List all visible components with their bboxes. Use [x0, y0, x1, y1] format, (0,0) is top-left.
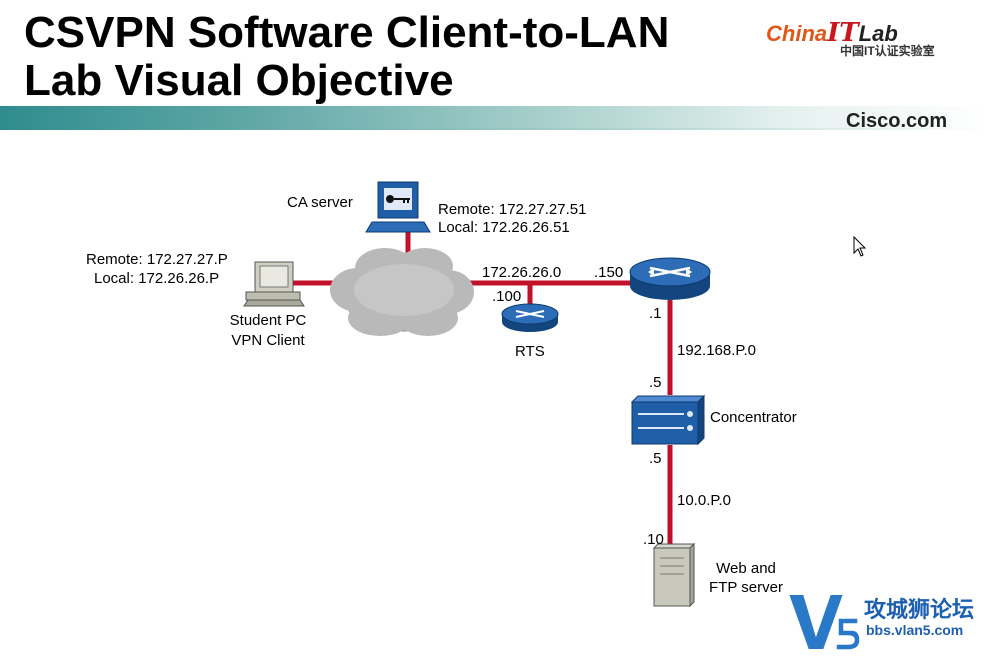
web-ftp-server-icon: [652, 542, 696, 608]
cisco-com-label: Cisco.com: [846, 110, 948, 132]
router-host-150-label: .150: [594, 264, 624, 281]
ca-server-icon: [365, 181, 431, 233]
router-host-1-label: .1: [649, 305, 662, 322]
slide-title-line2: Lab Visual Objective: [24, 56, 454, 105]
watermark-url: bbs.vlan5.com: [866, 622, 964, 638]
mouse-cursor-icon: [853, 236, 867, 257]
network-192-label: 192.168.P.0: [677, 342, 756, 359]
network-10-label: 10.0.P.0: [677, 492, 731, 509]
concentrator-label: Concentrator: [710, 409, 797, 426]
rts-router-icon: [501, 303, 559, 332]
rts-label: RTS: [515, 343, 545, 360]
logo-subtitle: 中国IT认证实验室: [840, 44, 935, 58]
rts-host-100-label: .100: [492, 288, 522, 305]
concentrator-host-bottom-label: .5: [649, 450, 662, 467]
logo-part-lab: Lab: [858, 21, 898, 46]
header-band-line: [0, 128, 987, 130]
main-router-icon: [629, 257, 711, 300]
vpn-client-label: VPN Client: [231, 332, 305, 349]
student-pc-label: Student PC: [229, 312, 307, 329]
ca-server-local-address: Local: 172.26.26.51: [438, 219, 570, 236]
logo-part-it: IT: [827, 18, 859, 48]
header-band: [0, 106, 987, 128]
v5-logo-icon: [786, 593, 861, 651]
chinaitlab-logo: ChinaITLab 中国IT认证实验室: [766, 18, 966, 62]
concentrator-icon: [630, 394, 706, 446]
ca-server-label: CA server: [287, 194, 353, 211]
ftp-server-label: FTP server: [709, 579, 783, 596]
concentrator-host-top-label: .5: [649, 374, 662, 391]
ca-server-remote-address: Remote: 172.27.27.51: [438, 201, 587, 218]
logo-part-china: China: [766, 21, 828, 46]
student-pc-icon: [243, 261, 305, 307]
watermark-title: 攻城狮论坛: [864, 597, 975, 622]
student-pc-remote-address: Remote: 172.27.27.P: [86, 251, 228, 268]
internet-cloud: [330, 248, 474, 336]
web-server-label: Web and: [716, 560, 776, 577]
slide-title-line1: CSVPN Software Client-to-LAN: [24, 8, 670, 57]
network-172-label: 172.26.26.0: [482, 264, 562, 281]
vlan5-watermark: 攻城狮论坛 bbs.vlan5.com: [786, 588, 986, 654]
server-host-10-label: .10: [643, 531, 664, 548]
student-pc-local-address: Local: 172.26.26.P: [94, 270, 220, 287]
